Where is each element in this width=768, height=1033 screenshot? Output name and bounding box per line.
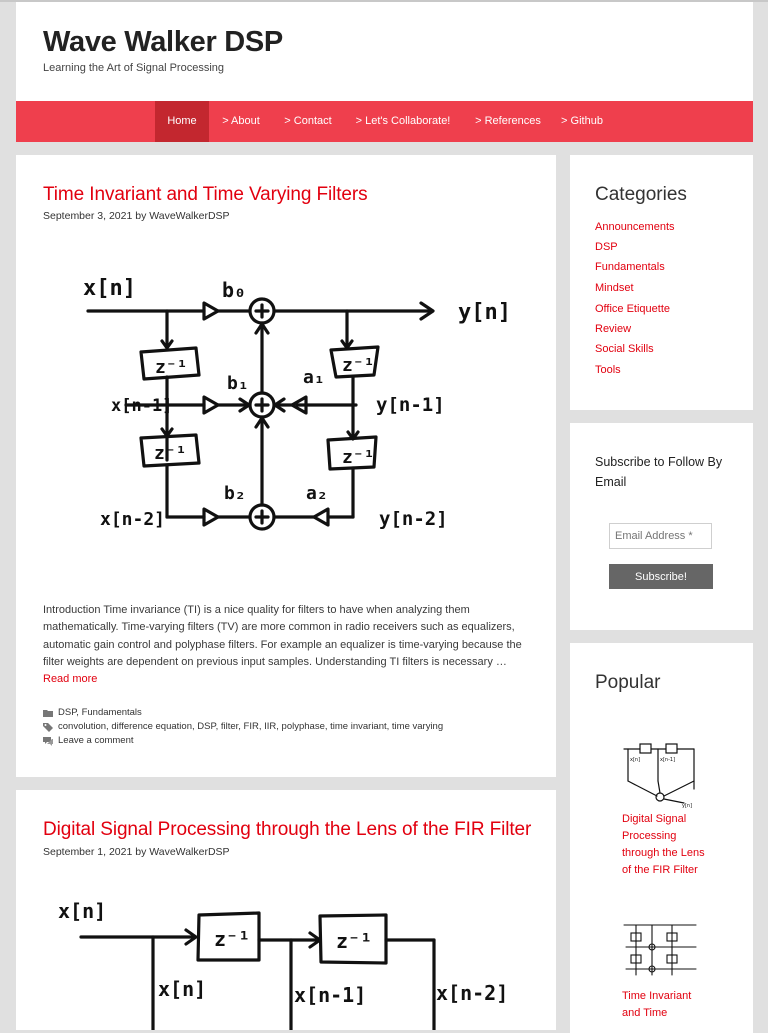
label-b1: b₁: [227, 373, 249, 394]
post-title[interactable]: Digital Signal Processing through the Le…: [43, 819, 532, 840]
post-categories: DSP, Fundamentals: [43, 707, 142, 718]
category-link[interactable]: Announcements: [595, 221, 675, 233]
popular-post-link[interactable]: Time Invariant and Time: [622, 990, 692, 1019]
popular-thumbnail[interactable]: x[n] x[n-1] y[n]: [622, 741, 698, 809]
label-a2: a₂: [306, 483, 328, 504]
post-excerpt: Introduction Time invariance (TI) is a n…: [43, 602, 528, 688]
folder-icon: [43, 709, 53, 717]
post-comments: Leave a comment: [43, 735, 134, 746]
label-xn2: x[n-2]: [100, 509, 165, 530]
svg-text:x[n-1]: x[n-1]: [660, 757, 675, 763]
label-xn2: x[n-2]: [436, 981, 508, 1005]
label-xn1: x[n-1]: [111, 396, 172, 416]
email-field[interactable]: [609, 523, 712, 549]
label-b2: b₂: [224, 483, 246, 504]
post-tag-links[interactable]: convolution, difference equation, DSP, f…: [58, 721, 444, 732]
category-link[interactable]: DSP: [595, 241, 618, 253]
category-link[interactable]: Social Skills: [595, 343, 654, 355]
label-yn1: y[n-1]: [376, 394, 445, 416]
category-link[interactable]: Tools: [595, 364, 621, 376]
read-more-link[interactable]: Read more: [43, 673, 98, 686]
nav-collaborate[interactable]: > Let's Collaborate!: [355, 115, 451, 127]
label-xn-in: x[n]: [58, 899, 106, 923]
label-xn: x[n]: [83, 276, 136, 301]
post-card: Digital Signal Processing through the Le…: [16, 790, 556, 1030]
tag-icon: [43, 722, 53, 732]
label-z1c: z⁻¹: [154, 443, 187, 464]
post-meta: September 3, 2021 by WaveWalkerDSP: [43, 210, 230, 222]
comment-icon: [43, 736, 53, 746]
popular-post-link[interactable]: Digital Signal Processing through the Le…: [622, 813, 705, 876]
subscribe-widget: Subscribe to Follow By Email Subscribe!: [570, 423, 753, 630]
category-link[interactable]: Fundamentals: [595, 261, 665, 273]
site-description: Learning the Art of Signal Processing: [43, 62, 225, 74]
post-meta: September 1, 2021 by WaveWalkerDSP: [43, 846, 230, 858]
label-b0: b₀: [222, 278, 246, 302]
categories-title: Categories: [595, 184, 687, 205]
subscribe-button[interactable]: Subscribe!: [609, 564, 713, 589]
svg-text:y[n]: y[n]: [682, 803, 692, 809]
main-navigation: Home > About > Contact > Let's Collabora…: [16, 101, 753, 142]
post-category-links[interactable]: DSP, Fundamentals: [58, 707, 142, 718]
nav-home[interactable]: Home: [155, 101, 209, 142]
label-yn: y[n]: [458, 300, 511, 325]
site-header: Wave Walker DSP Learning the Art of Sign…: [16, 2, 753, 101]
post-title[interactable]: Time Invariant and Time Varying Filters: [43, 184, 368, 205]
label-xn: x[n]: [158, 977, 206, 1001]
post-tags: convolution, difference equation, DSP, f…: [43, 721, 443, 732]
leave-comment-link[interactable]: Leave a comment: [58, 735, 134, 746]
label-z1b: z⁻¹: [336, 929, 372, 953]
nav-contact[interactable]: > Contact: [284, 115, 332, 127]
popular-thumbnail[interactable]: [622, 919, 700, 983]
subscribe-title: Subscribe to Follow By Email: [595, 455, 723, 489]
category-link[interactable]: Mindset: [595, 282, 634, 294]
popular-widget: Popular x[n] x[n-1] y[n] Digital Signal Pr…: [570, 643, 753, 1033]
post-card: Time Invariant and Time Varying Filters …: [16, 155, 556, 777]
nav-github[interactable]: > Github: [561, 115, 603, 127]
site-title[interactable]: Wave Walker DSP: [43, 26, 283, 58]
svg-text:x[n]: x[n]: [630, 757, 640, 763]
category-link[interactable]: Review: [595, 323, 632, 335]
top-border: [0, 0, 768, 2]
label-z1d: z⁻¹: [342, 447, 375, 468]
label-z1a: z⁻¹: [214, 927, 250, 951]
label-z1b: z⁻¹: [342, 355, 375, 376]
fir-filter-diagram: x[n] z⁻¹ z⁻¹ x[n] x[n-1] x[n-2]: [58, 899, 508, 1030]
iir-filter-diagram: x[n] b₀ y[n] z⁻¹ z⁻¹ x[n-1] b₁ a₁ y[n-1]…: [83, 276, 511, 531]
popular-title: Popular: [595, 672, 661, 693]
label-z1a: z⁻¹: [155, 357, 188, 378]
label-yn2: y[n-2]: [379, 508, 448, 530]
label-a1: a₁: [303, 367, 325, 388]
nav-references[interactable]: > References: [475, 115, 541, 127]
categories-widget: Categories Announcements DSP Fundamental…: [570, 155, 753, 410]
category-link[interactable]: Office Etiquette: [595, 303, 671, 315]
nav-about[interactable]: > About: [222, 115, 260, 127]
label-xn1: x[n-1]: [294, 983, 366, 1007]
excerpt-text: Introduction Time invariance (TI) is a n…: [43, 604, 522, 668]
